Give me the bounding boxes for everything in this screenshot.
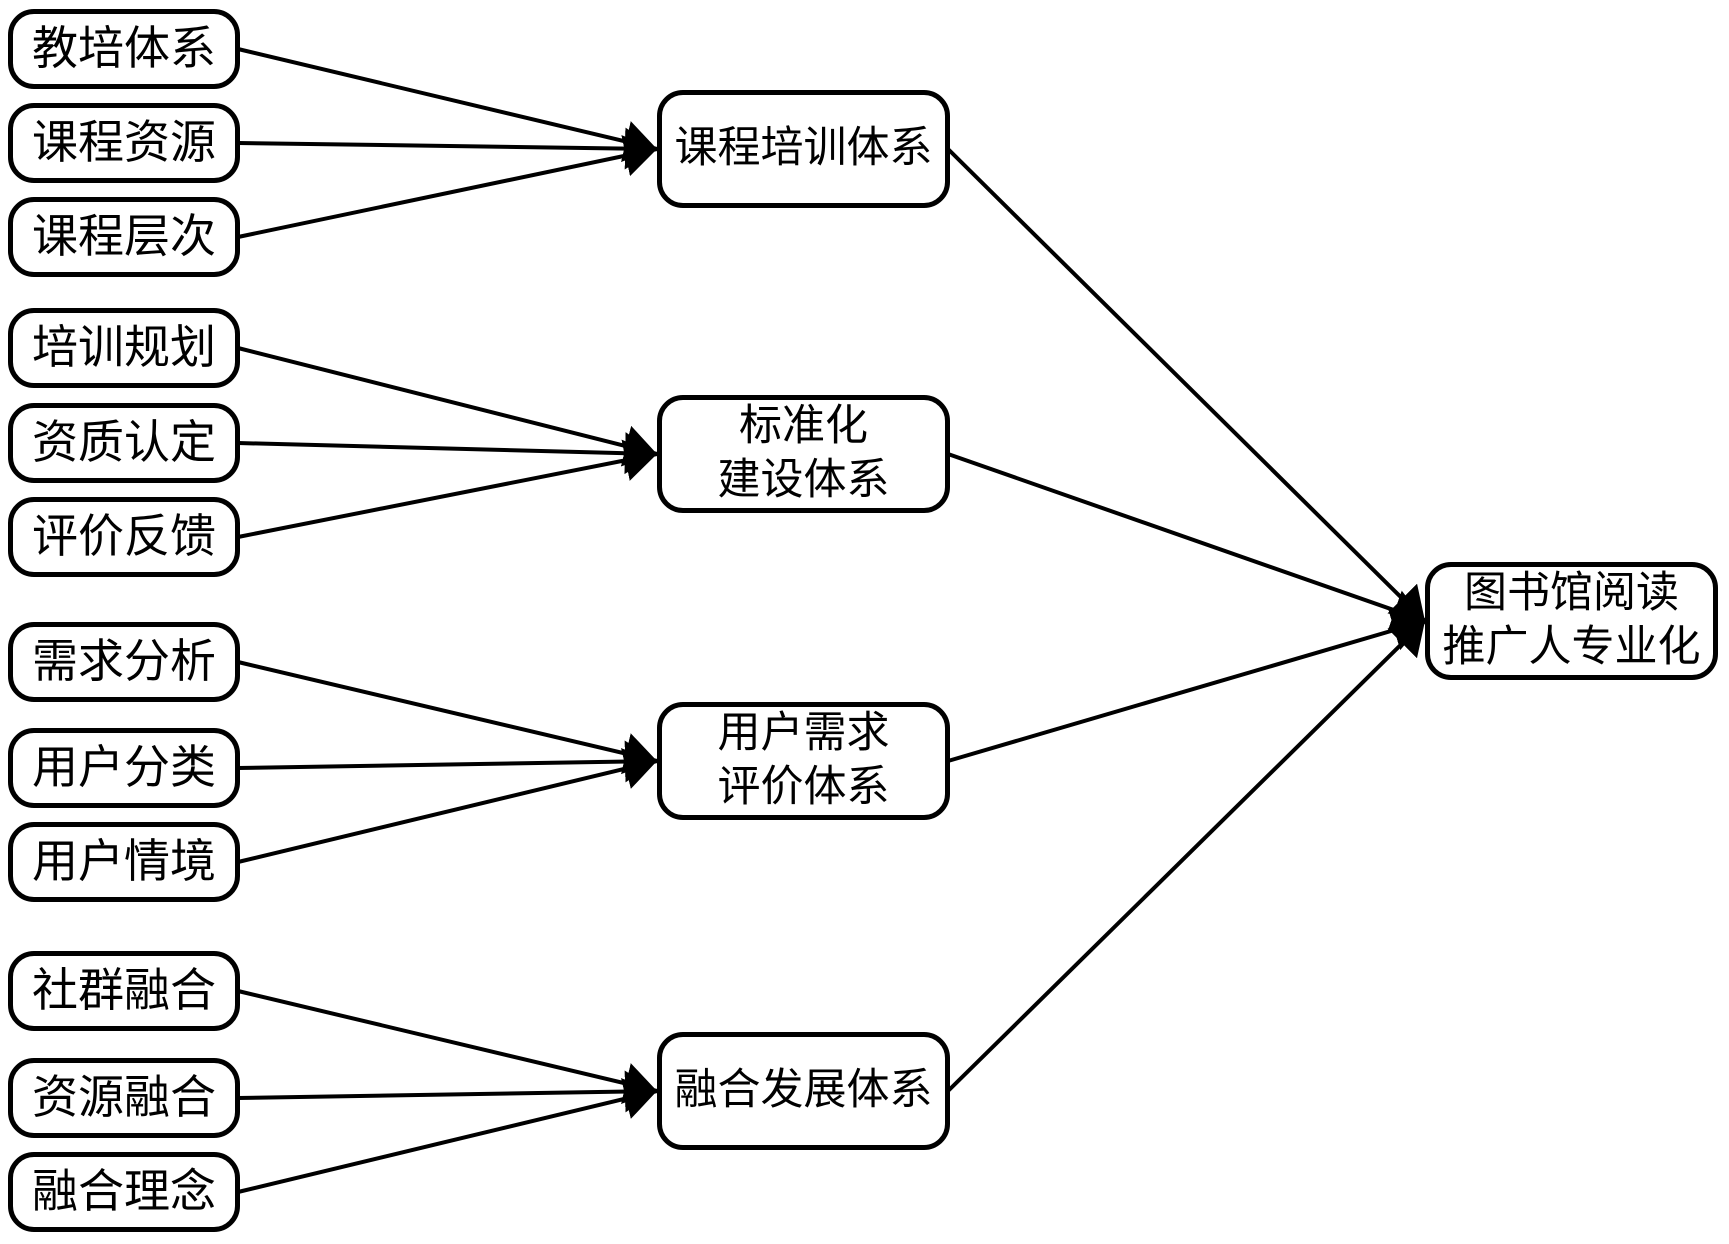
goal-node: 图书馆阅读 推广人专业化 bbox=[1425, 562, 1718, 680]
connector-system2-goal bbox=[947, 452, 1426, 631]
input-node-g2-3: 评价反馈 bbox=[8, 497, 240, 577]
connector-input3-system4 bbox=[237, 1078, 658, 1194]
input-node-g2-1: 培训规划 bbox=[8, 308, 240, 388]
connector-input3-system1 bbox=[237, 135, 658, 239]
connector-input3-system3 bbox=[237, 748, 658, 864]
input-node-g3-3: 用户情境 bbox=[8, 822, 240, 902]
input-node-g2-2: 资质认定 bbox=[8, 403, 240, 483]
input-node-g4-3: 融合理念 bbox=[8, 1152, 240, 1232]
connector-input2-system4 bbox=[237, 1070, 658, 1113]
connector-input3-system2 bbox=[237, 439, 658, 539]
input-node-g3-2: 用户分类 bbox=[8, 728, 240, 808]
system-node-1: 课程培训体系 bbox=[657, 90, 950, 208]
connector-input1-system4 bbox=[237, 989, 658, 1104]
input-node-g3-1: 需求分析 bbox=[8, 622, 240, 702]
system-node-4: 融合发展体系 bbox=[657, 1032, 950, 1150]
input-node-g4-1: 社群融合 bbox=[8, 951, 240, 1031]
input-node-g1-1: 教培体系 bbox=[8, 9, 240, 89]
connector-input1-system1 bbox=[237, 47, 658, 162]
connector-system3-goal bbox=[947, 609, 1426, 763]
input-node-g4-2: 资源融合 bbox=[8, 1058, 240, 1138]
input-node-g1-2: 课程资源 bbox=[8, 103, 240, 183]
input-node-g1-3: 课程层次 bbox=[8, 197, 240, 277]
connector-input2-system2 bbox=[237, 432, 658, 475]
connector-input1-system2 bbox=[237, 346, 658, 467]
system-node-3: 用户需求 评价体系 bbox=[657, 702, 950, 820]
connector-input2-system1 bbox=[237, 127, 658, 170]
system-node-2: 标准化 建设体系 bbox=[657, 395, 950, 513]
connector-system1-goal bbox=[946, 147, 1427, 623]
connector-input2-system3 bbox=[237, 740, 658, 783]
connector-system4-goal bbox=[946, 619, 1427, 1093]
connector-input1-system3 bbox=[237, 660, 658, 775]
